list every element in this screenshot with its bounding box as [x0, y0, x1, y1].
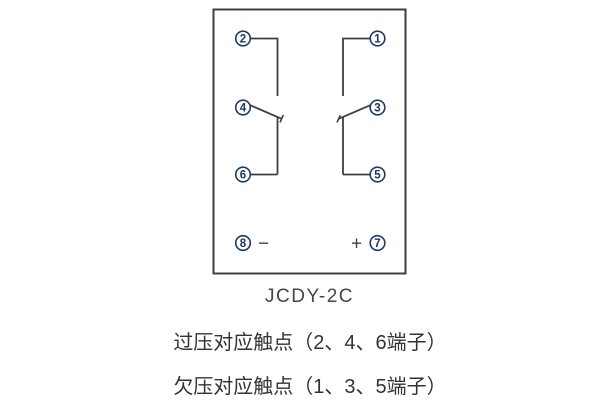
wire-terminal1-fixed-contact [342, 37, 370, 96]
terminal-4-number: 4 [240, 103, 247, 115]
minus-sign: − [258, 234, 269, 255]
terminal-7: 7 [369, 234, 386, 252]
terminal-2-ring [234, 30, 252, 47]
terminal-6-number: 6 [240, 170, 246, 182]
plus-sign: + [351, 234, 362, 255]
caption-undervoltage: 欠压对应触点（1、3、5端子） [173, 376, 447, 398]
terminal-1-number: 1 [374, 34, 381, 46]
terminal-8-ring [234, 234, 252, 252]
terminal-5-ring [369, 166, 386, 183]
contact-tip-tick-right [336, 114, 342, 123]
contact-arm-terminal4 [249, 104, 283, 120]
terminal-1-ring [369, 30, 386, 47]
terminal-4: 4 [234, 99, 252, 116]
contact-arm-terminal3 [338, 104, 371, 120]
wire-terminal2-fixed-contact [250, 37, 279, 96]
terminal-8-number: 8 [240, 238, 247, 250]
terminal-2-number: 2 [240, 34, 246, 46]
caption-overvoltage: 过压对应触点（2、4、6端子） [173, 332, 447, 354]
terminal-5-number: 5 [374, 170, 381, 182]
terminal-4-ring [234, 99, 252, 116]
terminal-6-ring [234, 166, 252, 183]
terminal-3-ring [369, 99, 386, 116]
terminal-6: 6 [234, 166, 252, 183]
terminal-7-ring [369, 234, 386, 252]
terminal-8: 8 [234, 234, 252, 252]
diagram-border [212, 8, 407, 275]
terminal-5: 5 [369, 166, 386, 183]
terminal-2: 2 [234, 30, 252, 47]
terminal-7-number: 7 [374, 238, 380, 250]
terminal-3: 3 [369, 99, 386, 116]
terminal-1: 1 [369, 30, 386, 47]
terminal-3-number: 3 [374, 103, 380, 115]
contact-tip-tick-left [279, 114, 285, 123]
model-label: JCDY-2C [265, 286, 354, 307]
